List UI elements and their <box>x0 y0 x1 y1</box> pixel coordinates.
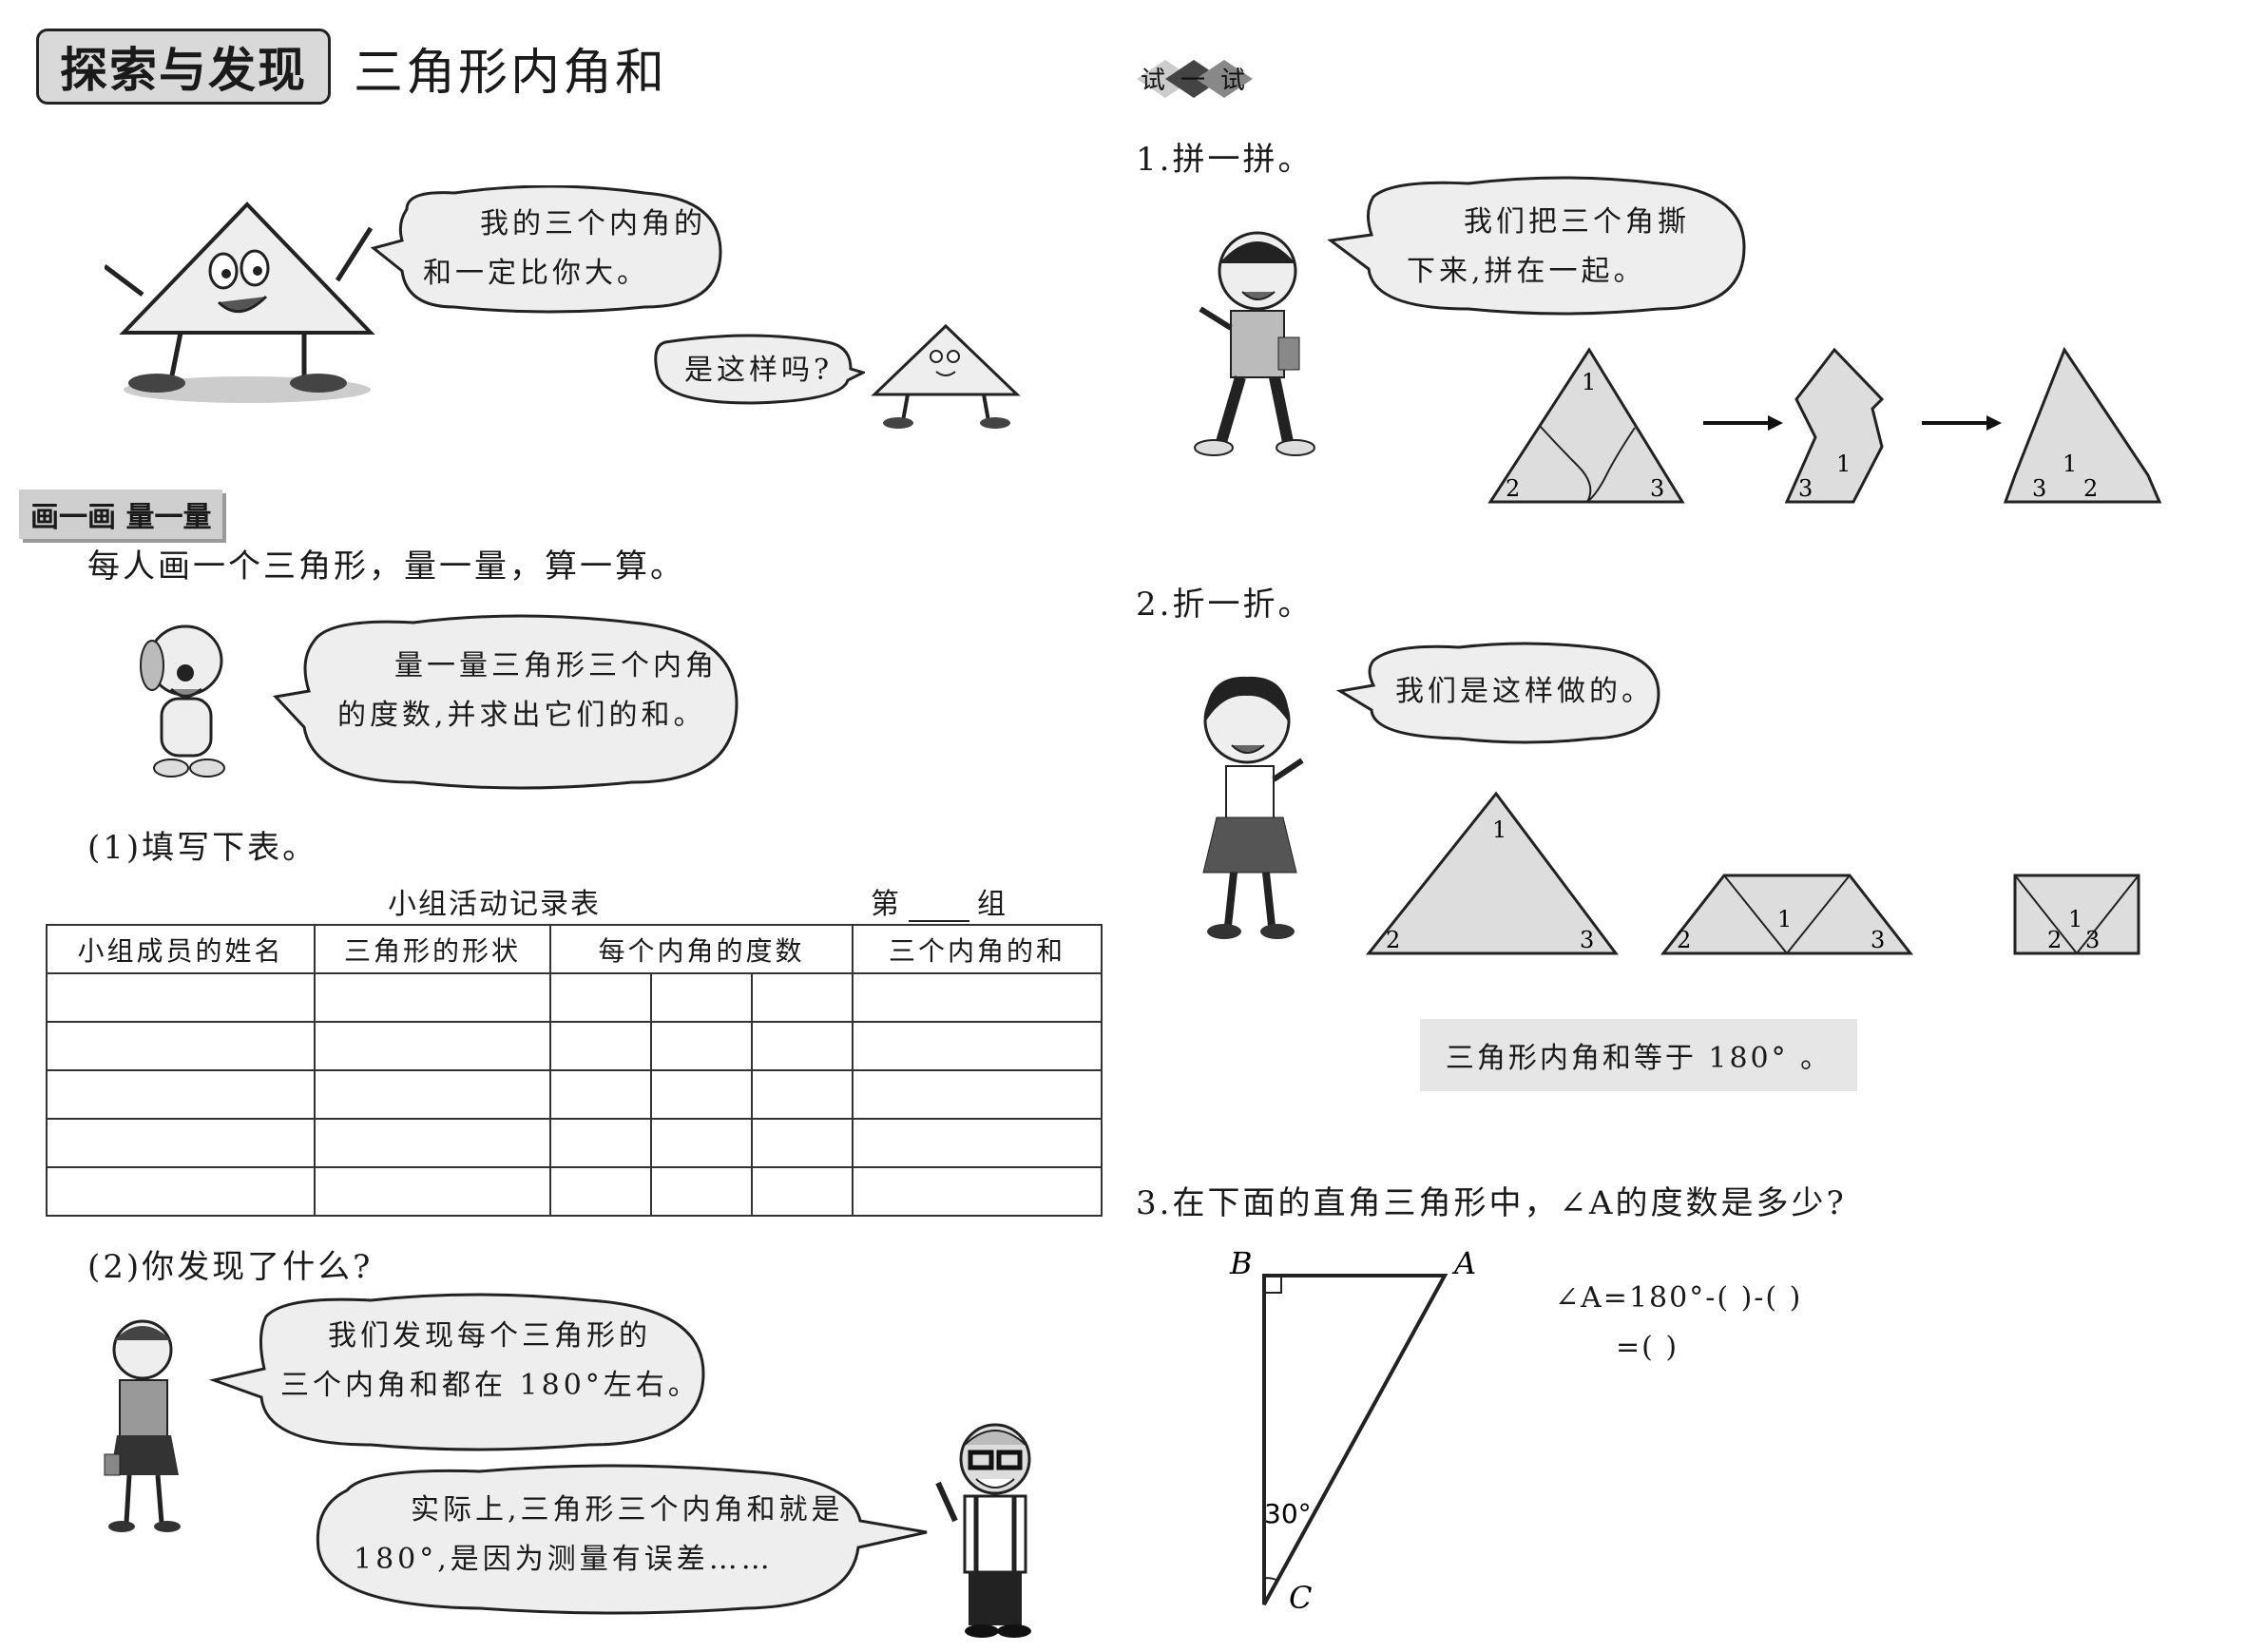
step-3: 3.在下面的直角三角形中，∠A的度数是多少? <box>1136 1184 1847 1222</box>
table-row <box>46 1118 1103 1168</box>
section-tag: 探索与发现 <box>36 29 331 105</box>
tear-label-2: 2 <box>1506 475 1520 502</box>
bubble-boy-line1: 我们把三个角撕 <box>1464 205 1690 239</box>
header-shape: 三角形的形状 <box>314 924 551 974</box>
bubble-man-line1: 实际上,三角形三个内角和就是 <box>411 1493 844 1527</box>
group-label-suffix: 组 <box>977 888 1007 921</box>
bubble-girl <box>209 1293 705 1451</box>
fold-label-2: 2 <box>1386 927 1400 953</box>
bubble-boy <box>1327 176 1746 316</box>
fold-label-3: 3 <box>1580 927 1594 953</box>
fold-label-1: 1 <box>1492 816 1506 843</box>
step-1: 1.拼一拼。 <box>1136 141 1314 179</box>
boy-character <box>1194 231 1315 456</box>
bubble-small-tri <box>654 334 865 405</box>
step-2: 2.折一折。 <box>1136 586 1314 624</box>
girl2-character <box>1202 676 1304 939</box>
label-b: B <box>1229 1245 1253 1281</box>
page-title: 三角形内角和 <box>354 45 668 102</box>
group-label: 第组 <box>871 880 1007 922</box>
try-tag-bg <box>1137 60 1253 98</box>
bubble-big-tri-line1: 我的三个内角的 <box>480 207 706 240</box>
tear-step2-label-1: 1 <box>1836 451 1851 477</box>
bubble-girl-line1: 我们发现每个三角形的 <box>328 1319 651 1353</box>
header-angles: 每个内角的度数 <box>549 924 854 974</box>
small-triangle-character <box>871 323 1021 429</box>
table-row <box>46 1021 1103 1071</box>
bubble-girl2 <box>1335 642 1660 744</box>
bubble-girl2-text: 我们是这样做的。 <box>1395 675 1654 708</box>
label-c: C <box>1289 1580 1312 1616</box>
bubble-dog <box>272 614 739 790</box>
question-1: (1)填写下表。 <box>87 829 318 867</box>
fold2-label-1: 1 <box>1777 906 1792 932</box>
bubble-dog-line1: 量一量三角形三个内角 <box>394 649 718 682</box>
question-2: (2)你发现了什么? <box>87 1248 374 1286</box>
try-tag: 试一试 <box>1141 67 1261 95</box>
fold2-label-3: 3 <box>1871 927 1885 953</box>
table-title: 小组活动记录表 <box>388 888 601 921</box>
formula-line1: ∠A=180°-( )-( ) <box>1555 1281 1803 1315</box>
record-table: 小组成员的姓名 三角形的形状 每个内角的度数 三个内角的和 <box>46 924 1103 1217</box>
tear-label-3: 3 <box>1650 475 1664 502</box>
tear-step3-label-2: 2 <box>2083 475 2098 502</box>
bubble-big-tri <box>370 185 722 314</box>
angle-30: 30° <box>1264 1498 1312 1529</box>
label-a: A <box>1451 1245 1476 1281</box>
fold3-label-2: 2 <box>2047 927 2062 953</box>
fold-triangles: 1 2 3 1 2 3 1 2 3 <box>1365 791 2140 955</box>
girl-character <box>104 1319 181 1532</box>
bubble-big-tri-line2: 和一定比你大。 <box>423 257 649 290</box>
header-names: 小组成员的姓名 <box>46 924 316 974</box>
teacher-character <box>935 1423 1031 1638</box>
draw-measure-tag: 画一画 量一量 <box>19 490 223 539</box>
tear-step3-label-3: 3 <box>2032 475 2046 502</box>
bubble-man <box>316 1464 928 1615</box>
fold2-label-2: 2 <box>1677 927 1691 953</box>
right-triangle: B A C 30° <box>1229 1245 1476 1616</box>
fold3-label-1: 1 <box>2068 906 2082 932</box>
group-label-prefix: 第 <box>871 888 901 921</box>
group-number-blank[interactable] <box>909 892 969 922</box>
bubble-small-tri-text: 是这样吗? <box>684 354 834 387</box>
table-row <box>46 972 1103 1023</box>
instruction-text: 每人画一个三角形，量一量，算一算。 <box>87 547 685 586</box>
header-sum: 三个内角的和 <box>852 924 1103 974</box>
tear-step2-label-3: 3 <box>1798 475 1813 502</box>
table-row <box>46 1166 1103 1217</box>
table-header-row: 小组成员的姓名 三角形的形状 每个内角的度数 三个内角的和 <box>46 924 1103 974</box>
bubble-boy-line2: 下来,拼在一起。 <box>1407 255 1646 288</box>
tear-step3-label-1: 1 <box>2063 451 2077 477</box>
conclusion-box: 三角形内角和等于 180° 。 <box>1420 1019 1857 1091</box>
tear-label-1: 1 <box>1582 369 1596 395</box>
dog-character <box>140 624 225 778</box>
bubble-dog-line2: 的度数,并求出它们的和。 <box>337 699 706 732</box>
bubble-girl-line2: 三个内角和都在 180°左右。 <box>280 1369 700 1402</box>
big-triangle-character <box>105 202 375 403</box>
bubble-man-line2: 180°,是因为测量有误差…… <box>354 1543 774 1576</box>
fold3-label-3: 3 <box>2085 927 2100 953</box>
formula-line2: =( ) <box>1616 1331 1679 1364</box>
tear-triangles: 1 2 3 3 1 3 1 2 <box>1487 346 2162 504</box>
table-row <box>46 1069 1103 1120</box>
